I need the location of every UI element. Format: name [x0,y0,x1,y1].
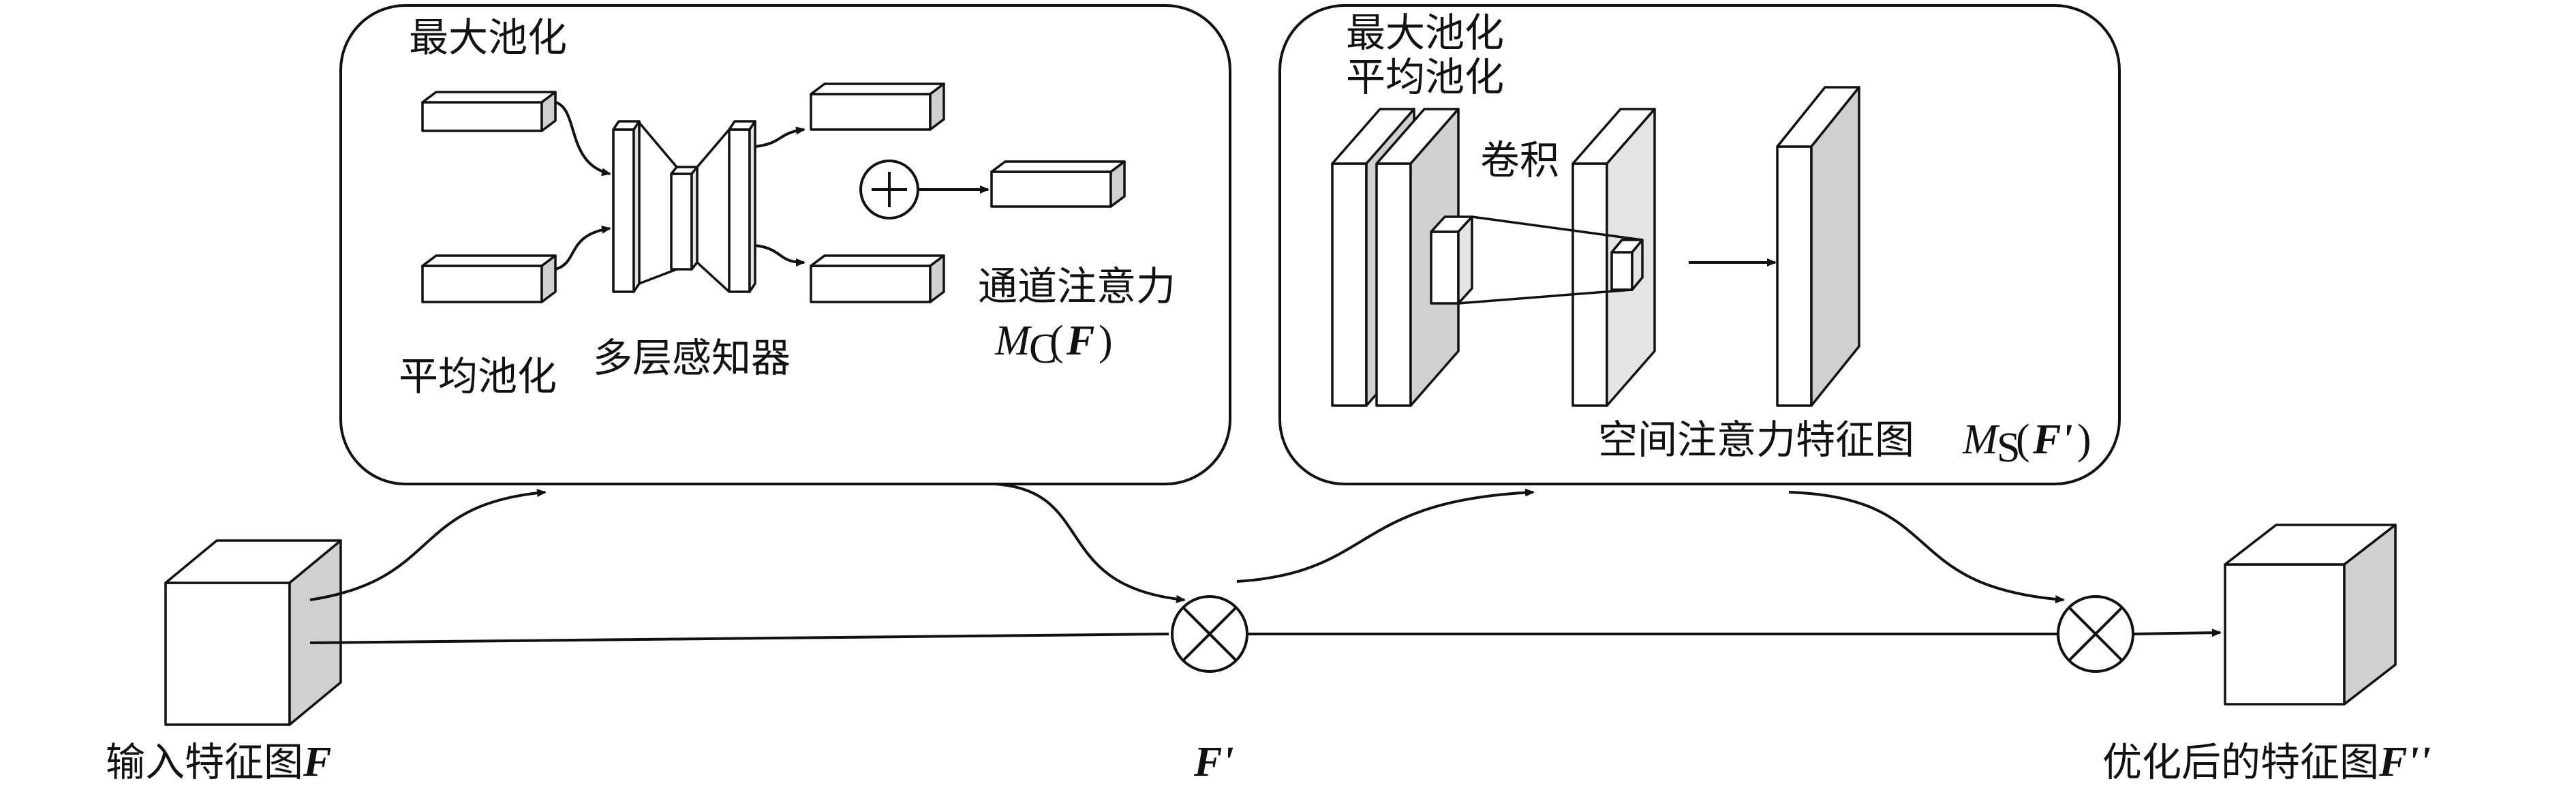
input-to-channel-connector [309,489,547,601]
main-flow: 输入特征图F F' [106,483,2431,785]
mlp-upper-output-vector [810,82,945,131]
channel-formula-sub: C [1029,326,1057,372]
channel-to-first-multiply-connector [994,483,1186,603]
channel-formula-open: ( [1049,318,1064,364]
avg-pool-to-mlp-connector [555,225,611,271]
multiply-icon [2057,595,2134,673]
mlp-to-lower-output-connector [754,244,806,267]
channel-formula-m: M [994,318,1032,364]
input-to-first-multiply-connector [309,633,1169,644]
spatial-formula-sub: S [1997,425,2020,471]
multiply-icon [1171,595,1248,673]
mlp-to-upper-output-connector [754,126,806,148]
spatial-max-pool-label: 最大池化 [1346,10,1504,56]
channel-attention-formula: M C ( F ) [994,318,1113,372]
output-feature-label: 优化后的特征图F'' [2102,739,2431,785]
channel-module-box [339,4,1231,485]
channel-max-pool-label: 最大池化 [409,14,567,61]
spatial-module-box [1278,4,2121,485]
channel-avg-pool-vector [421,254,557,303]
spatial-formula-arg: F' [2032,417,2073,463]
conv-projection-top [1471,215,1643,241]
input-feature-label: 输入特征图F [106,739,331,785]
second-multiply-to-output-connector [2132,629,2222,637]
mlp-label: 多层感知器 [593,335,791,381]
input-feature-symbol: F [303,739,331,785]
spatial-attention-formula: M S ( F' ) [1962,417,2091,471]
input-feature-cube [164,539,342,726]
channel-attention-label: 通道注意力 [978,263,1176,309]
spatial-attention-module: 最大池化 平均池化 卷积 [1278,4,2121,485]
channel-formula-arg: F [1066,318,1094,364]
spatial-formula-close: ) [2077,417,2091,463]
intermediate-feature-symbol: F' [1193,739,1234,785]
spatial-attention-map [1776,86,1860,407]
channel-attention-module: 最大池化 [339,4,1231,485]
channel-attention-vector [990,160,1126,208]
conv-kernel-target [1610,239,1644,291]
input-feature-text: 输入特征图 [106,739,303,785]
first-multiply-to-spatial-connector [1236,488,1535,583]
spatial-formula-m: M [1962,417,2000,463]
output-feature-text: 优化后的特征图 [2102,739,2379,785]
mlp-lower-output-vector [810,254,945,303]
conv-label: 卷积 [1480,137,1559,183]
channel-formula-close: ) [1099,318,1113,364]
channel-avg-pool-label: 平均池化 [399,353,557,399]
output-feature-cube [2224,524,2397,706]
spatial-to-second-multiply-connector [1788,491,2065,604]
conv-projection-bottom [1458,288,1633,305]
spatial-avg-pool-label: 平均池化 [1346,54,1504,100]
output-feature-symbol: F'' [2378,739,2431,785]
conv-kernel-source [1430,215,1473,305]
spatial-attention-label: 空间注意力特征图 [1598,417,1914,463]
mlp-network [612,120,756,293]
spatial-formula-open: ( [2016,417,2030,463]
sum-icon [859,160,919,220]
max-pool-to-mlp-connector [555,101,611,177]
channel-max-pool-vector [421,91,557,132]
